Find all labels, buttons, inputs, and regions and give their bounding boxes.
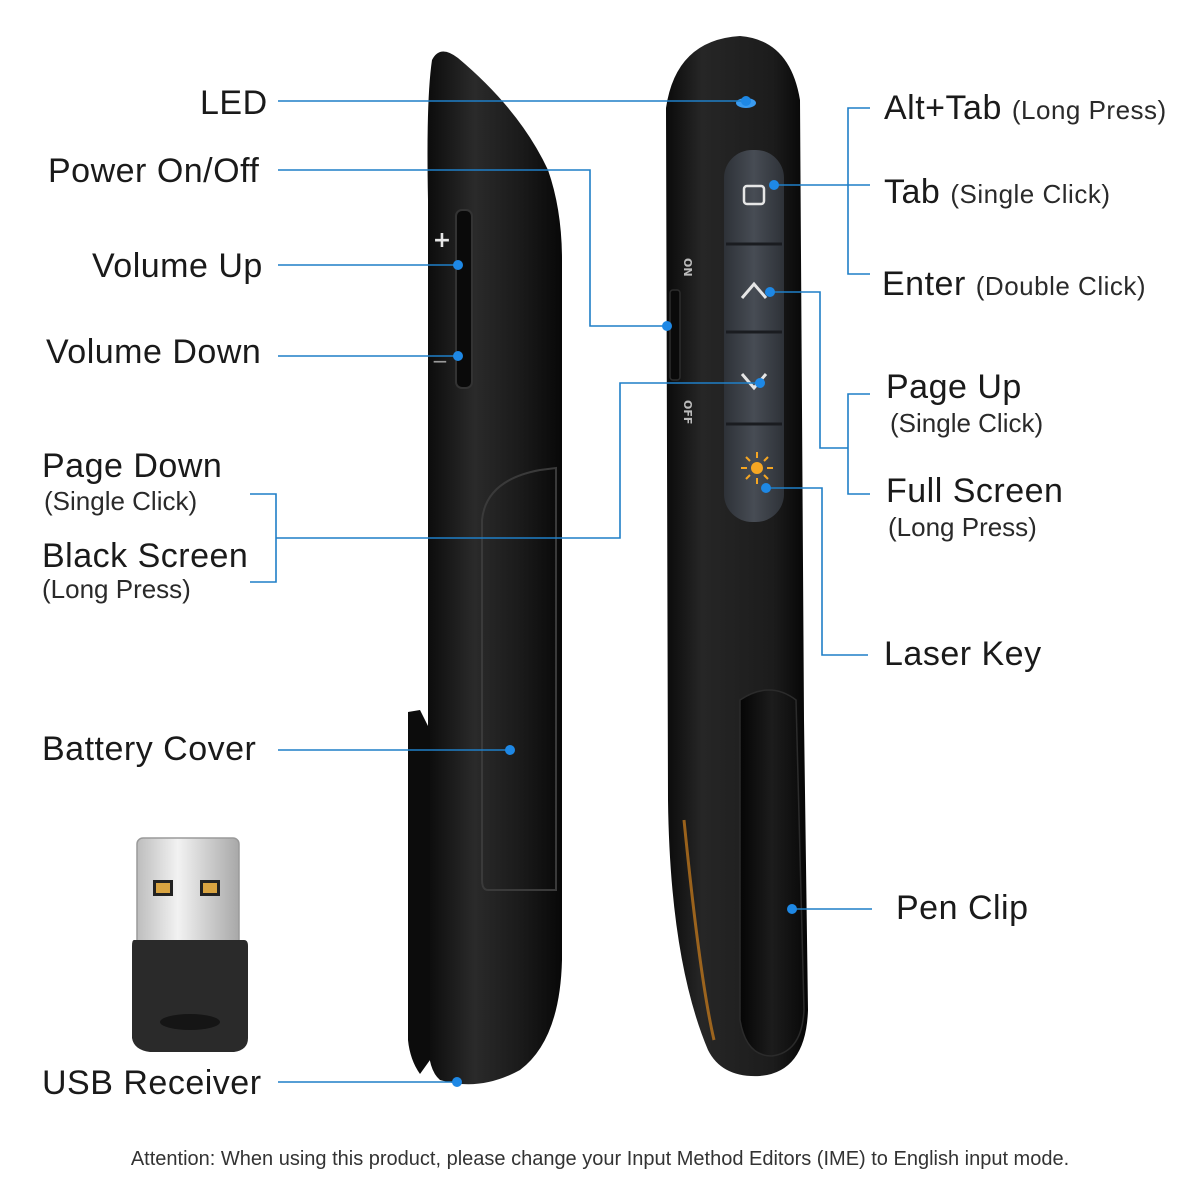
volume-plus-mark: + [433,228,451,253]
label-page-up: Page Up [886,368,1022,406]
label-page-up-sub: (Single Click) [890,408,1044,438]
label-laser-key: Laser Key [884,635,1042,673]
left-clip [408,710,430,1074]
label-page-down-sub: (Single Click) [44,486,198,516]
label-tab: Tab (Single Click) [884,175,1110,209]
label-volume-down: Volume Down [46,333,262,371]
usb-receiver [132,837,248,1052]
pen-clip [739,689,805,1057]
left-presenter [408,51,562,1085]
callout-dots [452,96,797,1087]
switch-off-mark: OFF [681,400,694,424]
label-full-screen: Full Screen [886,472,1064,510]
volume-rocker [455,209,473,389]
label-enter: Enter (Double Click) [882,267,1146,301]
label-page-down: Page Down [42,447,223,485]
label-alt-tab: Alt+Tab (Long Press) [884,91,1167,125]
label-full-screen-sub: (Long Press) [888,512,1037,542]
label-alt-tab-sub: (Long Press) [1011,95,1167,125]
label-usb-receiver: USB Receiver [42,1064,262,1102]
label-enter-sub: (Double Click) [975,271,1147,301]
right-presenter [666,36,808,1077]
label-battery-cover: Battery Cover [42,730,257,768]
label-black-screen-sub: (Long Press) [42,574,191,604]
label-alt-tab-main: Alt+Tab [884,89,1002,127]
switch-on-mark: ON [681,258,694,277]
label-power: Power On/Off [48,152,260,190]
label-tab-sub: (Single Click) [950,179,1111,209]
label-tab-main: Tab [884,173,941,211]
laser-sun-icon [741,452,773,484]
label-black-screen: Black Screen [42,537,249,575]
attention-note: Attention: When using this product, plea… [130,1148,1070,1170]
tab-square-icon [742,184,766,206]
label-volume-up: Volume Up [92,247,263,285]
label-led: LED [200,84,268,122]
label-pen-clip: Pen Clip [896,889,1029,927]
volume-minus-mark: − [432,349,449,373]
power-switch [669,289,681,381]
chevron-up-icon [740,281,768,299]
label-enter-main: Enter [882,265,966,303]
leader-lines [250,100,872,1083]
battery-cover-outline [481,466,557,891]
